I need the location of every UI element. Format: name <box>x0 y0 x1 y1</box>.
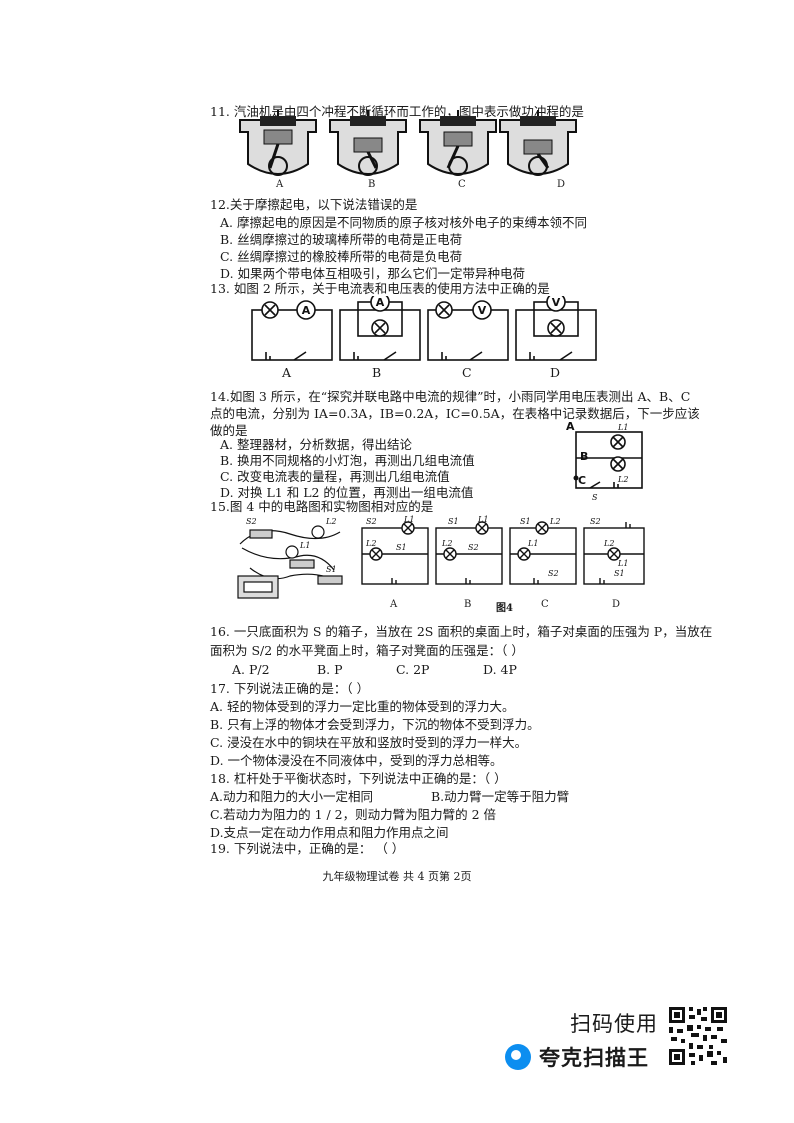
q15-c-a-s1: S1 <box>396 543 407 552</box>
q15-label-c: C <box>541 599 549 610</box>
q15-label-d: D <box>612 599 621 610</box>
q14-fig-l2: L2 <box>617 475 628 484</box>
q18-option-c: C.若动力为阻力的 1 / 2，则动力臂为阻力臂的 2 倍 <box>210 807 497 822</box>
q15-c-b-l1: L1 <box>477 515 488 524</box>
q14-option-b: B. 换用不同规格的小灯泡，再测出几组电流值 <box>220 453 475 468</box>
q13-label-d: D <box>550 365 561 380</box>
q13-label-a: A <box>282 365 292 380</box>
q15-label-a: A <box>390 599 398 610</box>
q18-text: 18. 杠杆处于平衡状态时，下列说法中正确的是：（ ） <box>210 771 507 786</box>
q16-option-d: D. 4P <box>483 662 517 677</box>
q16-option-a: A. P/2 <box>232 662 270 677</box>
q14-fig-a: A <box>566 420 575 433</box>
q15-c-b-s2: S2 <box>468 543 479 552</box>
q15-c-a-s2: S2 <box>366 517 377 526</box>
q12-option-d: D. 如果两个带电体互相吸引，那么它们一定带异种电荷 <box>220 266 526 281</box>
q14-fig-l1: L1 <box>617 423 628 432</box>
q15-real-s2: S2 <box>246 517 257 526</box>
q15-label-b: B <box>464 599 472 610</box>
q15-real-l2: L2 <box>325 517 336 526</box>
q15-c-c-s2: S2 <box>548 569 559 578</box>
q18-option-a: A.动力和阻力的大小一定相同 <box>210 789 374 804</box>
q15-c-b-l2: L2 <box>441 539 452 548</box>
q18-option-d: D.支点一定在动力作用点和阻力作用点之间 <box>210 825 449 840</box>
q19-text: 19. 下列说法中，正确的是： （ ） <box>210 841 405 856</box>
q16-option-b: B. P <box>317 662 343 677</box>
q11-label-c: C <box>458 179 466 190</box>
q15-circuit-figures: S2 L1 L2 S1 S1 L1 L2 S2 S1 L2 L1 S2 S2 L… <box>358 514 648 598</box>
q15-c-c-l1: L1 <box>527 539 538 548</box>
q14-option-c: C. 改变电流表的量程，再测出几组电流值 <box>220 469 450 484</box>
q13-meter-a: A <box>302 304 311 317</box>
q11-engine-figures <box>238 110 578 186</box>
q15-real-circuit-figure: S2 L2 L1 S1 <box>230 514 354 604</box>
q14-fig-b: B <box>580 450 588 463</box>
q15-text: 15.图 4 中的电路图和实物图相对应的是 <box>210 499 434 514</box>
q13-label-c: C <box>462 365 472 380</box>
quark-logo-icon <box>505 1044 531 1070</box>
q17-option-a: A. 轻的物体受到的浮力一定比重的物体受到的浮力大。 <box>210 699 515 714</box>
scanner-brand: 夸克扫描王 <box>505 1040 649 1074</box>
scan-prompt: 扫码使用 <box>570 1012 658 1036</box>
q14-option-d: D. 对换 L1 和 L2 的位置，再测出一组电流值 <box>220 485 474 500</box>
q13-meter-c: V <box>478 304 487 317</box>
brand-name: 夸克扫描王 <box>539 1046 649 1070</box>
q14-fig-s: S <box>592 493 598 502</box>
q14-line3: 做的是 <box>210 423 248 438</box>
q12-option-a: A. 摩擦起电的原因是不同物质的原子核对核外电子的束缚本领不同 <box>220 215 587 230</box>
q11-label-a: A <box>276 179 284 190</box>
q18-option-b: B.动力臂一定等于阻力臂 <box>431 789 570 804</box>
q13-circuit-figures: A A V V <box>248 296 604 378</box>
q11-label-b: B <box>368 179 376 190</box>
q17-option-c: C. 浸没在水中的铜块在平放和竖放时受到的浮力一样大。 <box>210 735 528 750</box>
q16-option-c: C. 2P <box>396 662 430 677</box>
q17-text: 17. 下列说法正确的是：（ ） <box>210 681 370 696</box>
q14-fig-c: C <box>578 474 586 487</box>
q17-option-b: B. 只有上浮的物体才会受到浮力，下沉的物体不受到浮力。 <box>210 717 540 732</box>
q14-circuit-figure: A B C L1 L2 S <box>566 420 648 504</box>
q15-c-c-s1: S1 <box>520 517 531 526</box>
q12-text: 12.关于摩擦起电，以下说法错误的是 <box>210 197 418 212</box>
q13-label-b: B <box>372 365 382 380</box>
q12-option-c: C. 丝绸摩擦过的橡胶棒所带的电荷是负电荷 <box>220 249 463 264</box>
q15-c-d-l1: L1 <box>617 559 628 568</box>
q15-c-c-l2: L2 <box>549 517 560 526</box>
q16-line2: 面积为 S/2 的水平凳面上时，箱子对凳面的压强是：（ ） <box>210 643 524 658</box>
q17-option-d: D. 一个物体浸没在不同液体中，受到的浮力总相等。 <box>210 753 503 768</box>
q15-c-a-l1: L1 <box>403 515 414 524</box>
q14-line1: 14.如图 3 所示，在“探究并联电路中电流的规律”时，小雨同学用电压表测出 A… <box>210 389 691 404</box>
q15-c-d-l2: L2 <box>603 539 614 548</box>
q15-c-d-s1: S1 <box>614 569 625 578</box>
q16-line1: 16. 一只底面积为 S 的箱子，当放在 2S 面积的桌面上时，箱子对桌面的压强… <box>210 624 713 639</box>
q15-real-l1: L1 <box>299 541 310 550</box>
q15-c-b-s1: S1 <box>448 517 459 526</box>
page-footer: 九年级物理试卷 共 4 页第 2页 <box>322 870 472 883</box>
q11-label-d: D <box>557 179 566 190</box>
q15-c-a-l2: L2 <box>365 539 376 548</box>
q13-meter-b: A <box>376 296 385 309</box>
q14-option-a: A. 整理器材，分析数据，得出结论 <box>220 437 412 452</box>
q12-option-b: B. 丝绸摩擦过的玻璃棒所带的电荷是正电荷 <box>220 232 463 247</box>
q13-meter-d: V <box>552 296 561 309</box>
q14-line2: 点的电流，分别为 IA=0.3A，IB=0.2A，IC=0.5A，在表格中记录数… <box>210 406 700 421</box>
qr-code-icon[interactable] <box>667 1005 729 1067</box>
q15-fig-caption: 图4 <box>496 603 513 614</box>
q15-c-d-s2: S2 <box>590 517 601 526</box>
q13-text: 13. 如图 2 所示，关于电流表和电压表的使用方法中正确的是 <box>210 281 550 296</box>
q11-text: 11. 汽油机是由四个冲程不断循环而工作的，图中表示做功冲程的是 <box>210 104 584 119</box>
q15-real-s1: S1 <box>326 565 337 574</box>
